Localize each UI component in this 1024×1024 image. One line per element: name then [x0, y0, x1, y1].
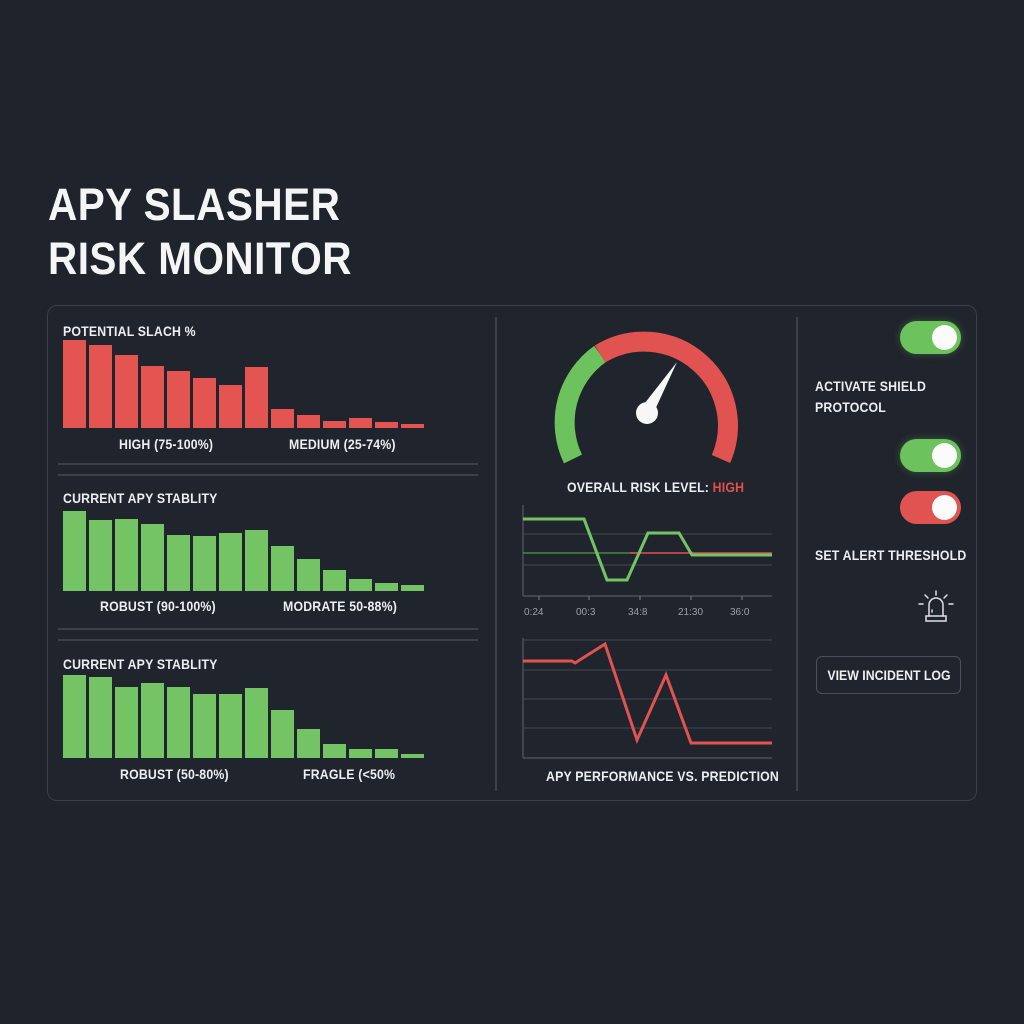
bar: [115, 355, 138, 428]
chart-title-potential-slash: POTENTIAL SLACH %: [63, 323, 196, 339]
chart-label-medium: MEDIUM (25-74%): [289, 436, 396, 452]
bar: [63, 675, 86, 758]
risk-level-text: OVERALL RISK LEVEL:: [567, 479, 710, 495]
toggle-knob: [932, 325, 957, 350]
line-chart-apy-performance: [522, 638, 772, 759]
x-tick: 36:0: [730, 607, 750, 618]
bar: [349, 418, 372, 428]
shield-label-line1: ACTIVATE SHIELD: [815, 378, 927, 394]
bar-chart-apy-stability-1: [63, 507, 428, 591]
x-tick: 21:30: [678, 607, 703, 618]
bar-chart-potential-slash: [63, 340, 428, 428]
gauge-low-segment: [554, 345, 607, 464]
line-chart-threshold: 0:24 00:3 34:8 21:30 36:0: [522, 505, 772, 618]
alert-toggle-green[interactable]: [900, 439, 961, 472]
bar: [89, 677, 112, 758]
bar: [167, 687, 190, 758]
bar: [193, 378, 216, 428]
bar-chart-apy-stability-2: [63, 673, 428, 758]
line-chart-title: APY PERFORMANCE VS. PREDICTION: [546, 768, 780, 784]
bar: [219, 385, 242, 428]
view-incident-log-label: VIEW INCIDENT LOG: [826, 667, 951, 683]
bar: [271, 409, 294, 428]
title-line-1: APY SLASHER: [48, 179, 341, 230]
shield-protocol-toggle[interactable]: [900, 321, 961, 354]
bar: [323, 421, 346, 428]
bar: [245, 367, 268, 428]
alert-threshold-label: SET ALERT THRESHOLD: [815, 547, 967, 563]
bar: [375, 583, 398, 591]
bar: [323, 744, 346, 758]
bar: [297, 729, 320, 758]
bar: [401, 585, 424, 591]
section-divider: [58, 463, 478, 465]
bar: [167, 371, 190, 428]
toggle-knob: [932, 443, 957, 468]
section-divider: [58, 639, 478, 641]
gauge-high-segment: [594, 331, 738, 463]
bar: [271, 710, 294, 758]
bar: [349, 579, 372, 591]
title-line-2: RISK MONITOR: [48, 233, 352, 284]
bar: [193, 694, 216, 758]
page-title: APY SLASHER RISK MONITOR: [48, 178, 352, 286]
bar: [245, 688, 268, 758]
chart-label-robust: ROBUST (90-100%): [100, 598, 216, 614]
bar: [167, 535, 190, 591]
bar: [141, 366, 164, 428]
bar: [297, 415, 320, 428]
bar: [63, 511, 86, 591]
bar: [349, 749, 372, 758]
shield-protocol-label: ACTIVATE SHIELD PROTOCOL: [815, 376, 926, 418]
risk-gauge: [554, 331, 738, 464]
column-divider-right: [796, 317, 798, 791]
x-tick: 00:3: [576, 607, 596, 618]
chart-title-apy-stability-2: CURRENT APY STABLITY: [63, 656, 218, 672]
chart-title-apy-stability-1: CURRENT APY STABLITY: [63, 490, 218, 506]
chart-label-fragile: FRAGLE (<50%: [303, 766, 396, 782]
gauge-needle: [641, 362, 677, 412]
bar: [401, 424, 424, 428]
view-incident-log-button[interactable]: VIEW INCIDENT LOG: [816, 656, 961, 694]
siren-icon: [918, 590, 954, 622]
toggle-knob: [932, 495, 957, 520]
chart-label-high: HIGH (75-100%): [119, 436, 214, 452]
bar: [219, 694, 242, 758]
bar: [245, 530, 268, 591]
bar: [141, 524, 164, 591]
bar: [141, 683, 164, 758]
bar: [401, 754, 424, 758]
shield-label-line2: PROTOCOL: [815, 399, 887, 415]
section-divider: [58, 628, 478, 630]
bar: [375, 422, 398, 428]
bar: [271, 546, 294, 591]
column-divider-left: [495, 317, 497, 791]
bar: [115, 687, 138, 758]
x-tick: 0:24: [524, 607, 544, 618]
section-divider: [58, 474, 478, 476]
bar: [193, 536, 216, 591]
x-tick: 34:8: [628, 607, 648, 618]
gauge-hub: [636, 402, 658, 424]
alert-toggle-red[interactable]: [900, 491, 961, 524]
bar: [297, 559, 320, 591]
bar: [219, 533, 242, 591]
bar: [115, 519, 138, 591]
bar: [63, 340, 86, 428]
bar: [89, 520, 112, 591]
chart-label-moderate: MODRATE 50-88%): [283, 598, 398, 614]
risk-level-value: HIGH: [712, 479, 745, 495]
bar: [89, 345, 112, 428]
bar: [323, 570, 346, 591]
chart-label-robust-2: ROBUST (50-80%): [120, 766, 229, 782]
risk-level-label: OVERALL RISK LEVEL: HIGH: [567, 479, 744, 495]
bar: [375, 749, 398, 758]
